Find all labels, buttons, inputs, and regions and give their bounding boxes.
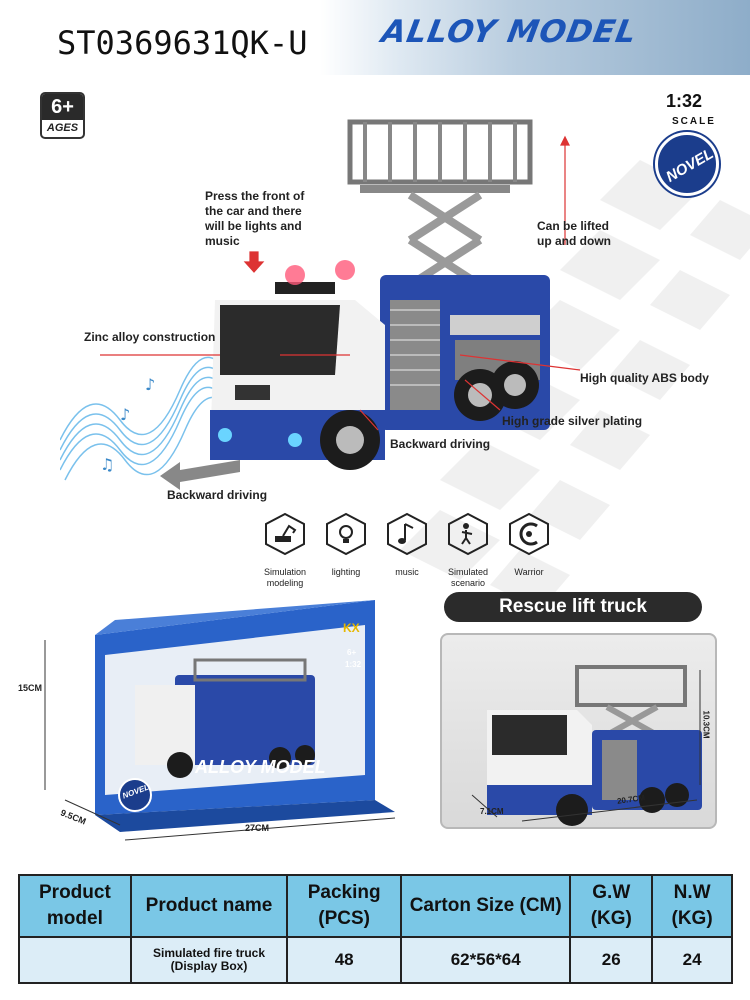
zinc-annotation: Zinc alloy construction	[84, 330, 216, 344]
worker-icon	[448, 512, 488, 556]
header-gross-weight: G.W (KG)	[569, 874, 654, 938]
box-height-label: 15CM	[18, 683, 43, 693]
panel-truck-image	[471, 665, 702, 826]
cell-gross-weight: 26	[569, 936, 654, 984]
backward-arrow-graphic	[160, 460, 240, 490]
box-scale-text: 1:32	[345, 660, 362, 669]
cell-carton-size: 62*56*64	[400, 936, 572, 984]
header-product-name: Product name	[129, 874, 289, 938]
cell-packing: 48	[286, 936, 403, 984]
age-badge: 6+ AGES	[40, 92, 85, 139]
header-packing: Packing (PCS)	[286, 874, 403, 938]
feature-label: Warrior	[514, 567, 544, 577]
feature-music: music	[372, 512, 442, 578]
scale-label: SCALE	[672, 116, 716, 127]
svg-text:♪: ♪	[120, 405, 130, 424]
feature-warrior: Warrior	[494, 512, 564, 578]
brand-title: ALLOY MODEL	[378, 14, 640, 50]
press-front-annotation: Press the front of the car and there wil…	[205, 189, 305, 248]
callout-arrows	[100, 135, 581, 431]
product-height-label: 10.3CM	[701, 710, 711, 739]
spec-table: Product model Product name Packing (PCS)…	[18, 874, 733, 984]
cell-product-model	[18, 936, 132, 984]
table-row: Simulated fire truck (Display Box) 48 62…	[18, 936, 733, 984]
header-net-weight: N.W (KG)	[651, 874, 733, 938]
truck-illustration: ♪ ♫ ♪	[60, 119, 581, 490]
feature-simulation-modeling: Simulation modeling	[250, 512, 320, 589]
truck-body	[210, 260, 550, 470]
box-width-label: 27CM	[245, 823, 270, 833]
excavator-icon	[265, 512, 305, 556]
backward-annotation-1: Backward driving	[390, 437, 491, 451]
silver-annotation: High grade silver plating	[502, 414, 643, 428]
box-age-text: 6+	[347, 648, 357, 657]
packaging-box	[44, 600, 396, 841]
age-label: AGES	[46, 122, 79, 134]
box-logo-text: KX	[343, 621, 360, 635]
table-header-row: Product model Product name Packing (PCS)…	[18, 874, 733, 938]
lifted-annotation: Can be lifted up and down	[537, 219, 611, 248]
feature-simulated-scenario: Simulated scenario	[433, 512, 503, 589]
feature-label: lighting	[331, 567, 361, 577]
sku-code: ST0369631QK-U	[57, 24, 308, 62]
product-width-label: 7.1CM	[480, 807, 504, 816]
novel-badge: NOVEL	[655, 132, 719, 196]
header-product-model: Product model	[18, 874, 132, 938]
cell-product-name: Simulated fire truck (Display Box)	[129, 936, 289, 984]
svg-text:♪: ♪	[145, 375, 155, 394]
novel-text: NOVEL	[663, 145, 717, 186]
light-bulb-icon	[326, 512, 366, 556]
feature-label: music	[395, 567, 419, 577]
svg-text:♫: ♫	[100, 455, 114, 474]
header-banner	[320, 0, 750, 75]
feature-lighting: lighting	[311, 512, 381, 578]
lift-platform	[347, 119, 533, 289]
backward-annotation-2: Backward driving	[167, 488, 268, 502]
cell-net-weight: 24	[651, 936, 733, 984]
feature-label: Simulated scenario	[447, 567, 489, 588]
product-panel: 10.3CM 20.7CM 7.1CM	[440, 633, 717, 829]
scale-value: 1:32	[666, 91, 703, 111]
header-carton-size: Carton Size (CM)	[400, 874, 572, 938]
music-notes-graphic: ♪ ♫ ♪	[100, 375, 155, 474]
feature-label: Simulation modeling	[263, 567, 307, 588]
abs-annotation: High quality ABS body	[580, 371, 709, 385]
age-number: 6+	[42, 94, 83, 120]
product-title: Rescue lift truck	[444, 592, 702, 622]
warrior-icon	[509, 512, 549, 556]
music-note-icon	[387, 512, 427, 556]
box-brand-text: ALLOY MODEL	[195, 757, 326, 777]
